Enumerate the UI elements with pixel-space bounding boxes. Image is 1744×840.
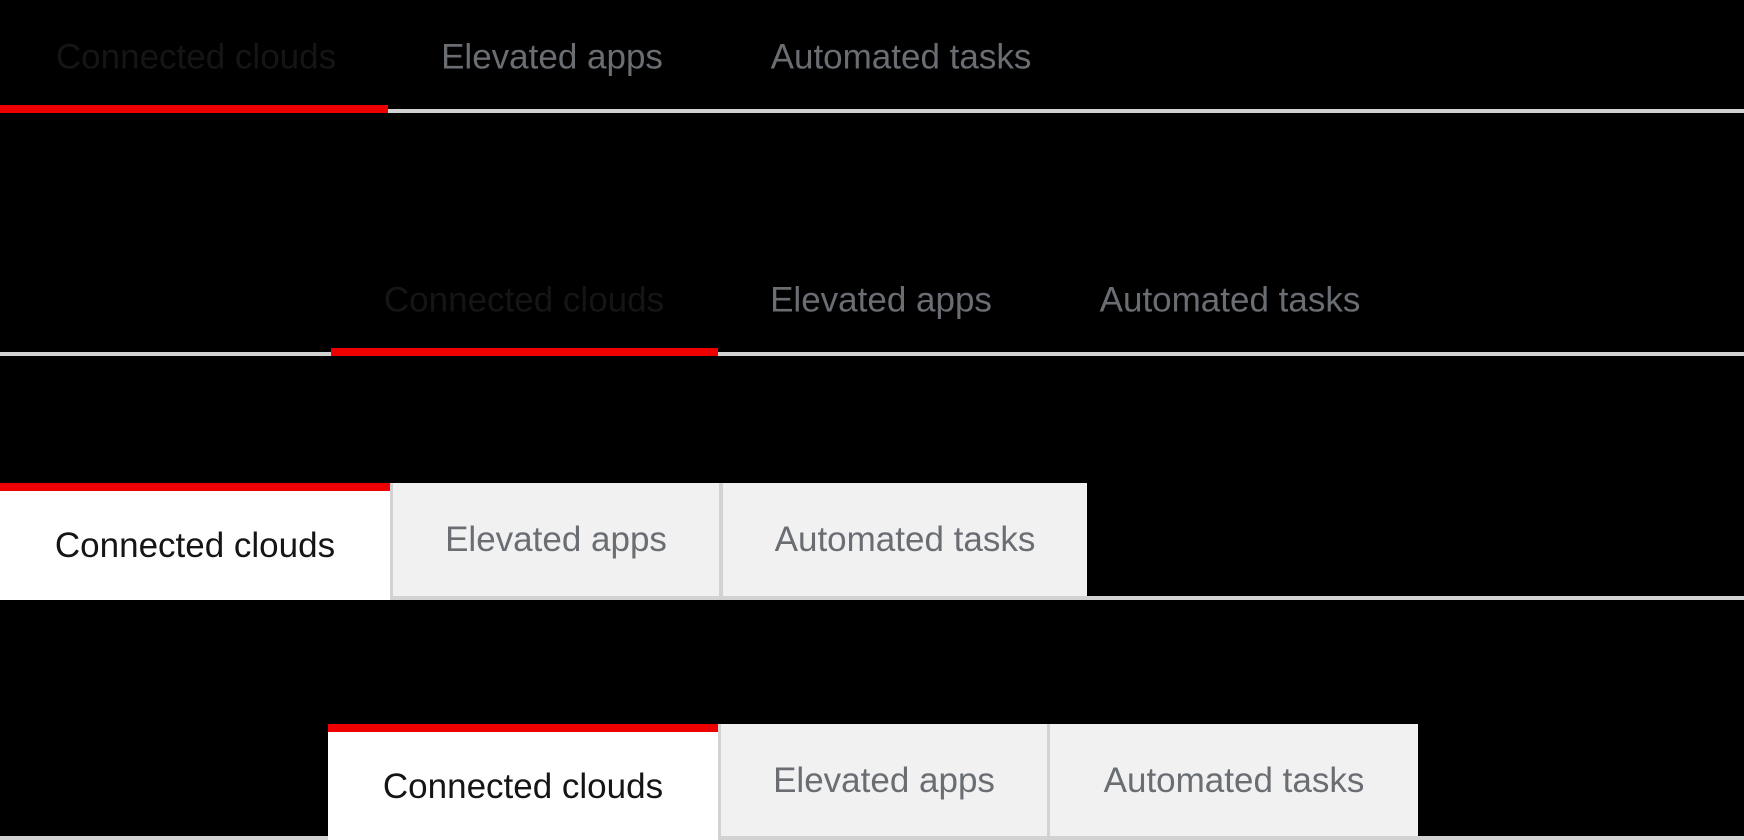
tabs-bottom-divider xyxy=(0,836,1744,840)
tab-connected-clouds[interactable]: Connected clouds xyxy=(383,280,665,320)
tab-connected-clouds[interactable]: Connected clouds xyxy=(0,483,390,600)
tab-separator xyxy=(719,483,723,596)
tab-connected-clouds[interactable]: Connected clouds xyxy=(328,724,718,840)
tab-label: Connected clouds xyxy=(54,526,336,565)
tab-label: Elevated apps xyxy=(773,760,995,800)
tabs-bottom-divider xyxy=(0,596,1744,600)
tab-label: Elevated apps xyxy=(445,520,667,559)
tab-label: Automated tasks xyxy=(1103,760,1365,800)
tab-automated-tasks[interactable]: Automated tasks xyxy=(1050,724,1418,836)
active-tab-indicator xyxy=(0,105,388,113)
tab-connected-clouds[interactable]: Connected clouds xyxy=(55,37,337,77)
tab-separator xyxy=(1047,724,1050,836)
tabs-bottom-divider xyxy=(0,352,1744,356)
tab-elevated-apps[interactable]: Elevated apps xyxy=(441,37,663,77)
tab-automated-tasks[interactable]: Automated tasks xyxy=(723,483,1087,596)
tab-separator xyxy=(390,483,393,596)
tabs-bottom-divider xyxy=(0,109,1744,113)
tab-elevated-apps[interactable]: Elevated apps xyxy=(393,483,719,596)
active-tab-indicator xyxy=(331,348,718,356)
tab-elevated-apps[interactable]: Elevated apps xyxy=(721,724,1047,836)
tab-label: Automated tasks xyxy=(774,520,1036,559)
tab-automated-tasks[interactable]: Automated tasks xyxy=(1099,280,1361,320)
tab-separator xyxy=(718,724,721,836)
tab-automated-tasks[interactable]: Automated tasks xyxy=(770,37,1032,77)
tab-elevated-apps[interactable]: Elevated apps xyxy=(770,280,992,320)
tab-label: Connected clouds xyxy=(382,766,664,806)
